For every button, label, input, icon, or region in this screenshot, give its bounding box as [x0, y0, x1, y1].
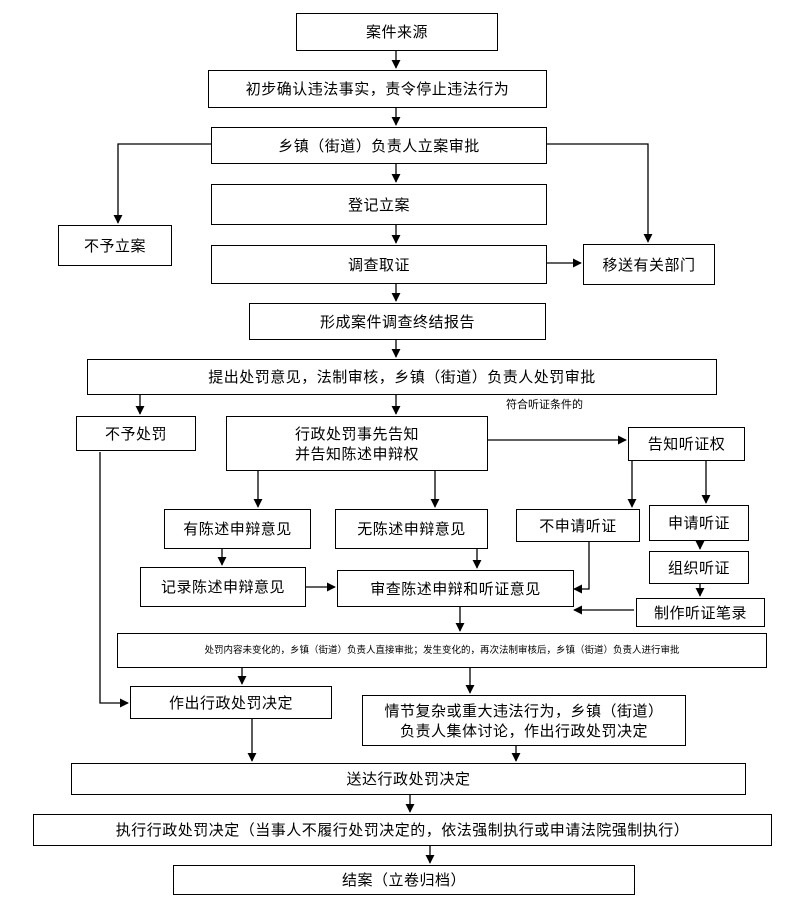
hearing-record-label: 制作听证笔录	[653, 603, 747, 622]
decision-approval-note-box: 处罚内容未变化的，乡镇（街道）负责人直接审批；发生变化的，再次法制审核后，乡镇（…	[117, 633, 767, 668]
record-opinion-label: 记录陈述申辩意见	[160, 578, 285, 596]
hearing-condition-label: 符合听证条件的	[506, 398, 583, 411]
penalty-proposal-label: 提出处罚意见，法制审核，乡镇（街道）负责人处罚审批	[208, 368, 596, 386]
prior-notice-label-line1: 行政处罚事先告知	[294, 424, 419, 443]
make-decision-box: 作出行政处罚决定	[130, 686, 332, 719]
execute-decision-label: 执行行政处罚决定（当事人不履行处罚决定的，依法强制执行或申请法院强制执行）	[115, 821, 690, 839]
has-opinion-box: 有陈述申辩意见	[164, 509, 311, 549]
register-case-box: 登记立案	[211, 184, 547, 225]
organize-hearing-box: 组织听证	[649, 551, 749, 584]
has-opinion-label: 有陈述申辩意见	[183, 520, 292, 538]
prior-notice-box: 行政处罚事先告知 并告知陈述申辩权	[226, 416, 488, 471]
no-opinion-label: 无陈述申辩意见	[357, 520, 466, 538]
final-report-label: 形成案件调查终结报告	[319, 312, 475, 331]
hearing-record-box: 制作听证笔录	[636, 598, 765, 627]
no-case-box: 不予立案	[58, 225, 172, 266]
no-penalty-label: 不予处罚	[104, 424, 167, 443]
transfer-box: 移送有关部门	[583, 244, 715, 285]
execute-decision-box: 执行行政处罚决定（当事人不履行处罚决定的，依法强制执行或申请法院强制执行）	[33, 814, 772, 846]
not-apply-hearing-label: 不申请听证	[539, 516, 617, 535]
review-opinion-label: 审查陈述申辩和听证意见	[370, 579, 541, 598]
record-opinion-box: 记录陈述申辩意见	[140, 567, 306, 607]
case-source-label: 案件来源	[365, 23, 428, 41]
transfer-label: 移送有关部门	[602, 255, 696, 274]
review-opinion-box: 审查陈述申辩和听证意见	[337, 570, 574, 607]
decision-approval-note-label: 处罚内容未变化的，乡镇（街道）负责人直接审批；发生变化的，再次法制审核后，乡镇（…	[204, 644, 680, 656]
collective-discussion-box: 情节复杂或重大违法行为，乡镇（街道） 负责人集体讨论，作出行政处罚决定	[362, 695, 686, 746]
archive-box: 结案（立卷归档）	[173, 865, 635, 895]
no-opinion-box: 无陈述申辩意见	[335, 509, 488, 549]
archive-label: 结案（立卷归档）	[341, 871, 466, 889]
not-apply-hearing-box: 不申请听证	[516, 509, 640, 542]
no-penalty-box: 不予处罚	[76, 416, 196, 451]
collective-discussion-line1: 情节复杂或重大违法行为，乡镇（街道）	[384, 701, 664, 720]
no-case-label: 不予立案	[83, 236, 146, 255]
apply-hearing-box: 申请听证	[649, 505, 749, 541]
investigate-box: 调查取证	[211, 245, 547, 284]
preliminary-confirm-label: 初步确认违法事实，责令停止违法行为	[245, 80, 510, 98]
register-case-label: 登记立案	[347, 195, 410, 214]
filing-approval-label: 乡镇（街道）负责人立案审批	[278, 136, 480, 155]
make-decision-label: 作出行政处罚决定	[168, 693, 293, 712]
preliminary-confirm-box: 初步确认违法事实，责令停止违法行为	[208, 70, 547, 108]
deliver-decision-box: 送达行政处罚决定	[71, 763, 746, 795]
investigate-label: 调查取证	[347, 255, 410, 274]
filing-approval-box: 乡镇（街道）负责人立案审批	[211, 127, 547, 164]
final-report-box: 形成案件调查终结报告	[249, 303, 546, 340]
deliver-decision-label: 送达行政处罚决定	[346, 770, 471, 788]
penalty-proposal-box: 提出处罚意见，法制审核，乡镇（街道）负责人处罚审批	[87, 359, 717, 395]
apply-hearing-label: 申请听证	[667, 514, 730, 532]
prior-notice-label-line2: 并告知陈述申辩权	[294, 444, 419, 463]
case-source-box: 案件来源	[296, 13, 498, 51]
hearing-right-label: 告知听证权	[647, 435, 726, 453]
hearing-right-box: 告知听证权	[628, 427, 745, 461]
collective-discussion-line2: 负责人集体讨论，作出行政处罚决定	[399, 721, 648, 740]
organize-hearing-label: 组织听证	[667, 558, 730, 577]
